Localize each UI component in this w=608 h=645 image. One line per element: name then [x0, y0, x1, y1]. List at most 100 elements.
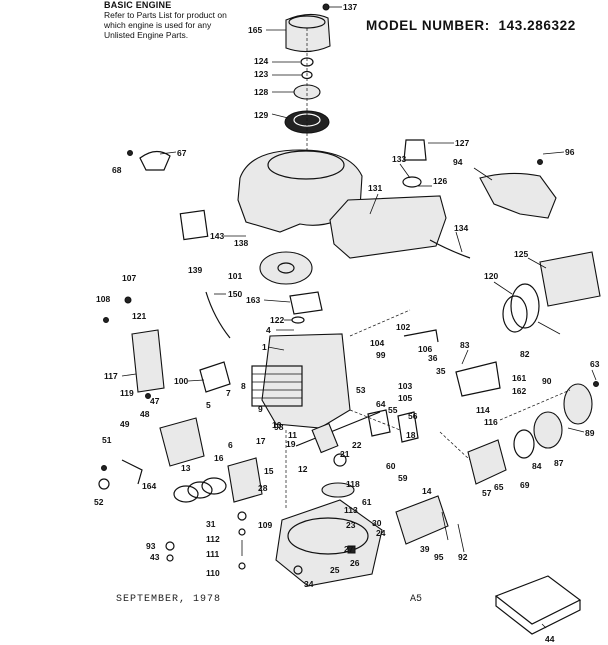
leader-96: [542, 151, 565, 155]
leader-130: [537, 321, 561, 335]
part-139-plate: [179, 209, 209, 241]
callout-134: 134: [454, 223, 468, 233]
callout-161: 161: [512, 373, 526, 383]
callout-100: 100: [174, 376, 188, 386]
part-127: [403, 139, 427, 161]
callout-4: 4: [266, 325, 271, 335]
callout-9: 9: [258, 404, 263, 414]
part-134-line: [429, 239, 471, 259]
callout-59: 59: [398, 473, 408, 483]
leader-120: [493, 281, 513, 295]
callout-21: 21: [340, 449, 350, 459]
callout-128: 128: [254, 87, 268, 97]
callout-65: 65: [494, 482, 504, 492]
crank-web: [311, 422, 339, 454]
part-109: [238, 562, 246, 570]
section-title: BASIC ENGINE: [104, 0, 172, 10]
part-26: [347, 545, 356, 554]
callout-22: 22: [352, 440, 362, 450]
model-number-heading: MODEL NUMBER: 143.286322: [366, 18, 576, 33]
callout-19: 19: [286, 439, 296, 449]
callout-64: 64: [376, 399, 386, 409]
callout-93: 93: [146, 541, 156, 551]
assy-line-2: [439, 431, 471, 461]
part-112: [237, 511, 247, 521]
callout-163: 163: [246, 295, 260, 305]
callout-34: 34: [304, 579, 314, 589]
part-67: [139, 150, 171, 171]
part-163: [289, 291, 323, 315]
leader-89: [567, 427, 585, 433]
callout-131: 131: [368, 183, 382, 193]
part-133: [402, 176, 422, 188]
callout-103: 103: [398, 381, 412, 391]
part-23-sump: [275, 499, 383, 587]
part-166-carton-top: [495, 596, 581, 635]
callout-10: 10: [272, 420, 282, 430]
callout-11: 11: [288, 430, 297, 440]
model-label: MODEL NUMBER:: [366, 18, 490, 33]
part-28: [321, 482, 355, 498]
model-number: 143.286322: [498, 18, 576, 33]
callout-92: 92: [458, 552, 468, 562]
part-108: [103, 317, 109, 323]
leader-67: [159, 151, 177, 155]
callout-138: 138: [234, 238, 248, 248]
engine-parts-drawing: [98, 3, 601, 635]
part-165: [285, 13, 331, 53]
part-111: [238, 528, 246, 536]
callout-69: 69: [520, 480, 530, 490]
callout-124: 124: [254, 56, 268, 66]
part-flywheel: [259, 251, 313, 285]
callout-143: 143: [210, 231, 224, 241]
callout-120: 120: [484, 271, 498, 281]
callout-24: 24: [376, 528, 386, 538]
callout-67: 67: [177, 148, 187, 158]
assy-line-1: [349, 309, 411, 337]
part-48-head: [159, 417, 205, 467]
part-143-housing: [237, 149, 363, 233]
callout-1: 1: [262, 342, 267, 352]
callout-61: 61: [362, 497, 372, 507]
part-150-wire: [205, 291, 231, 339]
part-65-carb: [467, 439, 507, 485]
callout-82: 82: [520, 349, 530, 359]
callout-60: 60: [386, 461, 396, 471]
part-22: [333, 453, 347, 467]
callout-83: 83: [460, 340, 470, 350]
part-122: [291, 316, 305, 324]
callout-28: 28: [258, 483, 268, 493]
part-120: [510, 283, 540, 329]
callout-125: 125: [514, 249, 528, 259]
housing-opening: [267, 150, 345, 180]
part-92: [441, 511, 449, 541]
callout-30: 30: [372, 518, 382, 528]
part-69: [513, 429, 535, 459]
callout-68: 68: [112, 165, 122, 175]
callout-162: 162: [512, 386, 526, 396]
callout-119: 119: [120, 388, 134, 398]
callout-95: 95: [434, 552, 444, 562]
callout-52: 52: [94, 497, 104, 507]
flywheel-hub: [277, 262, 295, 274]
ring-1: [173, 485, 199, 503]
callout-7: 7: [226, 388, 231, 398]
callout-139: 139: [188, 265, 202, 275]
part-44: [166, 554, 174, 562]
part-68: [127, 150, 133, 156]
callout-13: 13: [181, 463, 191, 473]
callout-129: 129: [254, 110, 268, 120]
callout-5: 5: [206, 400, 211, 410]
callout-35: 35: [436, 366, 446, 376]
callout-14: 14: [422, 486, 432, 496]
part-63: [593, 381, 599, 387]
part-crankshaft: [295, 411, 381, 447]
leader-129: [271, 113, 289, 119]
leader-133: [399, 163, 411, 179]
part-52: [121, 459, 143, 485]
callout-63: 63: [590, 359, 600, 369]
callout-98: 98: [274, 422, 284, 432]
part-64: [367, 409, 391, 437]
callout-43: 43: [150, 552, 160, 562]
